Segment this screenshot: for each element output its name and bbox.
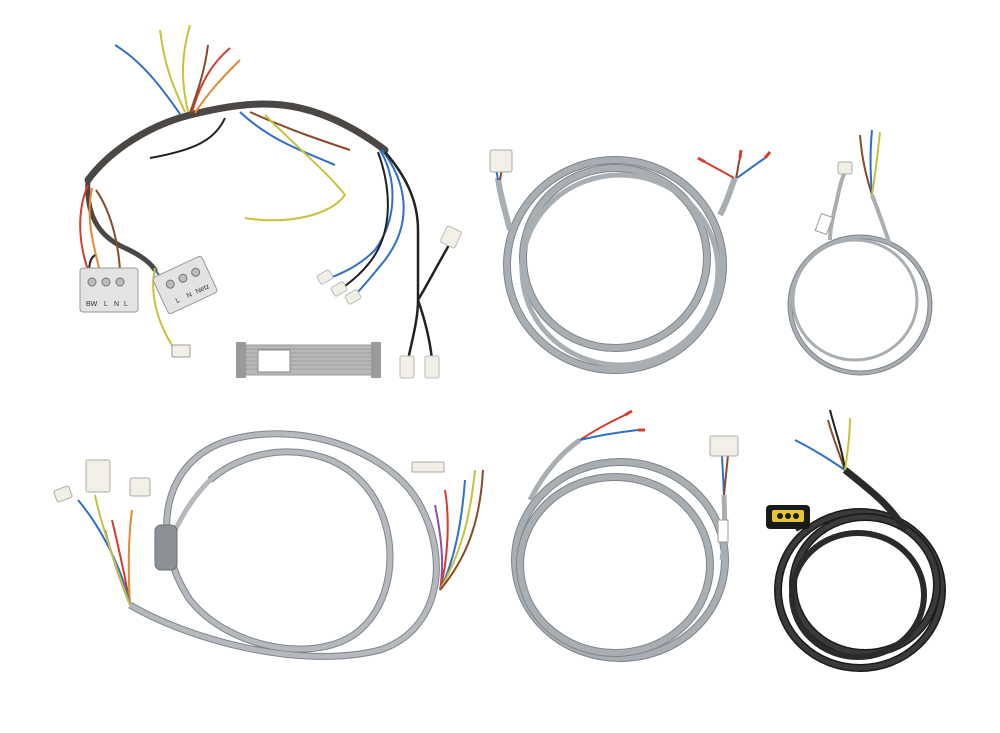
long-grey-cable-multipin [53, 430, 484, 660]
wiring-harness: BW L N L L N Netz [79, 24, 462, 379]
terminal-label-l-right: L [175, 297, 182, 305]
grey-cable-plug-ferrules [489, 149, 772, 374]
terminal-block-right: L N Netz [152, 255, 218, 315]
terminal-label-l2: L [124, 301, 128, 308]
terminal-label-l1: L [104, 301, 108, 308]
terminal-label-n: N [114, 301, 119, 308]
terminal-block-left: BW L N L [79, 267, 139, 313]
grey-cable-connector-ferrules [511, 409, 739, 662]
black-power-cable [766, 409, 946, 672]
terminal-label-bw: BW [86, 301, 98, 308]
thin-grey-cable-mini-connector [787, 129, 933, 376]
terminal-label-n-right: N [186, 291, 194, 299]
ribbon-cable [236, 342, 381, 378]
